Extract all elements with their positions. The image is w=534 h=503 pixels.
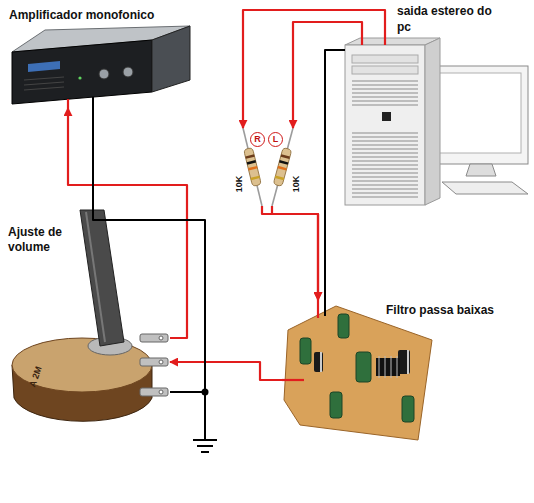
potentiometer-node: Ajuste de volume: [5, 222, 170, 434]
amplifier-illustration: [24, 77, 64, 80]
filter-board-illustration: [402, 396, 414, 422]
pc-tower-illustration: [352, 132, 418, 198]
amplifier-illustration: [12, 26, 190, 108]
filter-board-illustration: [407, 350, 409, 374]
pc-tower-illustration: [345, 45, 425, 205]
amplifier-illustration: [99, 69, 109, 79]
signal-wire: [262, 206, 318, 300]
pc-node: saida estereo do pc: [345, 45, 440, 205]
amplifier-node: Amplificador monofonico: [5, 3, 195, 108]
amplifier-illustration: [78, 76, 81, 79]
potentiometer-illustration: [140, 358, 168, 366]
channel-label: R: [250, 132, 265, 147]
node-heading: Filtro passa baixas: [386, 303, 494, 318]
amplifier-illustration: [152, 26, 190, 92]
monitor-illustration: [466, 164, 496, 176]
amplifier-illustration: [24, 87, 64, 90]
potentiometer-illustration: [12, 338, 152, 392]
resistor-symbol: [245, 154, 254, 159]
potentiometer-illustration: [86, 212, 105, 342]
resistor-symbol: [244, 147, 262, 186]
filter-board-illustration: [379, 356, 380, 378]
pc-tower-illustration: [382, 112, 391, 121]
resistor-symbol: [281, 154, 290, 159]
signal-wire: [68, 108, 187, 338]
amplifier-illustration: [123, 67, 133, 77]
amplifier-illustration: [12, 40, 152, 104]
resistor-symbol: [250, 176, 259, 181]
pc-tower-illustration: [352, 55, 418, 63]
filter-board-illustration: [300, 338, 311, 364]
potentiometer-illustration: [159, 390, 163, 394]
pc-tower-illustration: [345, 38, 440, 205]
amplifier-illustration: [67, 99, 69, 108]
channel-label: L: [268, 132, 283, 147]
amplifier-illustration: [92, 97, 94, 108]
resistor-symbol: [273, 147, 292, 186]
pc-tower-illustration: [352, 66, 418, 74]
signal-wire: [272, 206, 318, 300]
filter-board-illustration: [397, 356, 398, 378]
ground-wire: [325, 50, 345, 300]
resistor-node: R 10K: [232, 128, 266, 206]
monitor-illustration: [432, 66, 528, 194]
filter-board-illustration: [314, 352, 323, 372]
ground-symbol: [197, 445, 213, 447]
node-heading: Ajuste de volume: [8, 225, 88, 255]
filter-board-illustration: [385, 356, 386, 378]
resistor-symbol: [248, 166, 257, 171]
ground-symbol: [193, 389, 217, 453]
potentiometer-illustration: [159, 336, 163, 340]
signal-wire: [170, 362, 282, 380]
potentiometer-illustration: [159, 360, 163, 364]
filter-board-illustration: [330, 392, 342, 418]
monitor-illustration: [432, 66, 528, 164]
potentiometer-illustration: [140, 388, 168, 396]
resistor-symbol: [279, 160, 288, 165]
resistor-node: L 10K: [268, 128, 302, 206]
filter-board-illustration: [284, 306, 432, 440]
potentiometer-illustration: [80, 210, 124, 346]
pc-tower-illustration: [425, 38, 440, 205]
filter-board-illustration: [376, 358, 400, 376]
monitor-illustration: [439, 73, 521, 153]
ground-wire: [93, 108, 205, 392]
filter-board-illustration: [338, 314, 349, 338]
filter-board-illustration: [320, 352, 322, 372]
node-heading: Amplificador monofonico: [9, 8, 154, 23]
node-heading: saida estereo do pc: [397, 3, 497, 35]
pc-tower-illustration: [345, 38, 440, 45]
ground-symbol: [204, 392, 206, 440]
resistor-value: 10K: [233, 172, 245, 196]
amplifier-illustration: [28, 61, 60, 72]
filter-board-illustration: [282, 379, 304, 381]
resistor-value: 10K: [290, 172, 302, 196]
resistor-symbol: [278, 166, 287, 171]
resistor-symbol: [244, 147, 262, 186]
signal-wire: [243, 10, 385, 128]
ground-symbol: [193, 439, 217, 441]
filter-node: Filtro passa baixas: [282, 300, 514, 440]
resistor-symbol: [275, 175, 284, 180]
filter-board-illustration: [391, 356, 392, 378]
wire-group: [68, 10, 385, 392]
filter-board-illustration: [282, 300, 432, 440]
monitor-illustration: [442, 182, 528, 194]
amplifier-illustration: [24, 82, 64, 85]
filter-board-illustration: [324, 300, 326, 316]
filter-board-illustration: [317, 300, 319, 318]
signal-wire: [293, 22, 362, 128]
resistor-symbol: [273, 147, 292, 186]
ground-symbol: [201, 451, 209, 453]
potentiometer-illustration: [140, 334, 168, 342]
resistor-symbol: [247, 160, 256, 165]
pc-tower-illustration: [352, 80, 418, 106]
filter-board-illustration: [356, 352, 371, 382]
